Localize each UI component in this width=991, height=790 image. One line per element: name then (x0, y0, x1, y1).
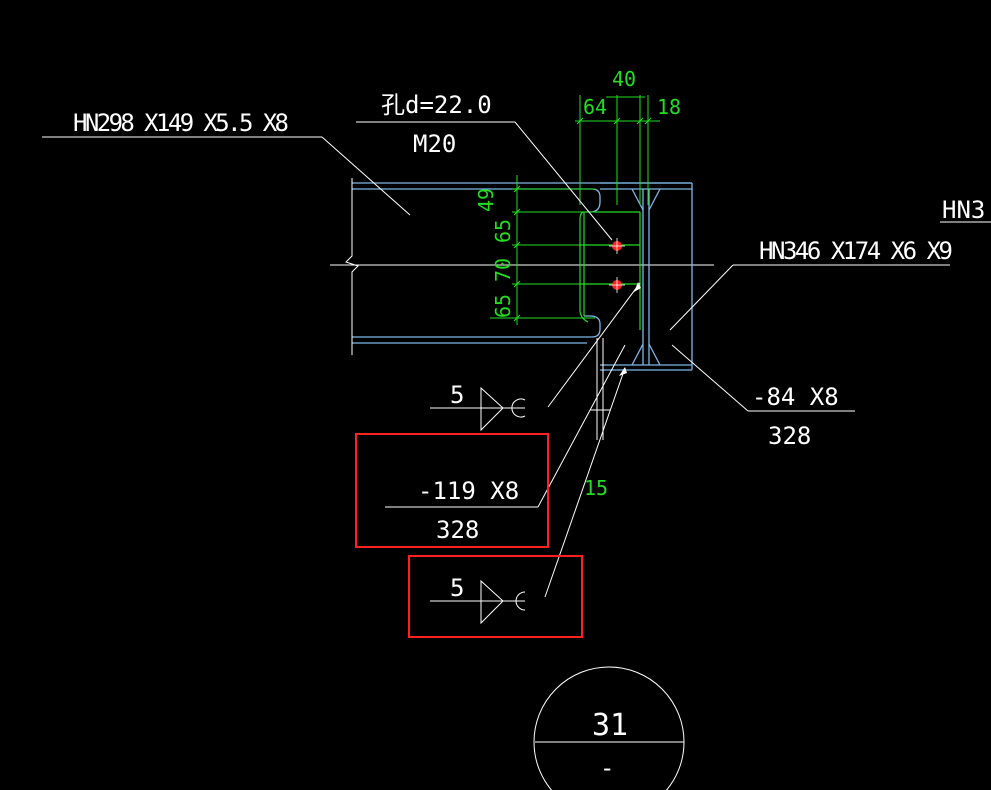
bolt-2 (609, 277, 625, 293)
dim-top-total: 40 (612, 67, 636, 91)
label-beam-right: HN346 X174 X6 X9 (759, 237, 953, 265)
section-sub: - (600, 754, 614, 782)
label-plate-len: 328 (436, 516, 479, 544)
right-beam-section (600, 182, 693, 371)
leader-arrow-1 (634, 282, 641, 292)
dim-top-a: 64 (583, 95, 607, 119)
highlight-box-weld (408, 555, 583, 638)
weld-symbol-1 (430, 386, 526, 432)
label-weld-size-1: 5 (450, 381, 464, 409)
label-beam-right-cut: HN3 (942, 196, 985, 224)
section-number: 31 (592, 708, 628, 743)
dim-bottom-gap: 15 (584, 476, 608, 500)
highlight-box-plate (355, 433, 549, 548)
dim-vert-1: 49 (474, 188, 498, 212)
label-plate-size: -119 X8 (418, 477, 519, 505)
leader-arrow-2 (619, 367, 627, 376)
leader-lines (42, 121, 991, 598)
label-bolt-spec: M20 (413, 130, 456, 158)
plate-bottom-lines (590, 338, 610, 440)
dim-vert-2: 65 (491, 219, 515, 243)
label-weld-size-2: 5 (450, 574, 464, 602)
dim-vert-4: 65 (491, 294, 515, 318)
label-stiffener-size: -84 X8 (752, 383, 839, 411)
dim-top-b: 18 (657, 95, 681, 119)
label-stiffener-len: 328 (768, 422, 811, 450)
dim-vert-3: 70 (491, 258, 515, 282)
top-dimensions (575, 95, 660, 205)
weld-symbol-2 (430, 579, 526, 625)
connection-plate (579, 211, 641, 330)
section-bubble (533, 666, 685, 790)
vertical-dimensions (490, 175, 595, 325)
bolt-1 (609, 238, 625, 254)
label-hole-spec: 孔d=22.0 (381, 91, 492, 119)
beam-break-line (345, 178, 359, 355)
label-beam-left: HN298 X149 X5.5 X8 (73, 109, 289, 137)
